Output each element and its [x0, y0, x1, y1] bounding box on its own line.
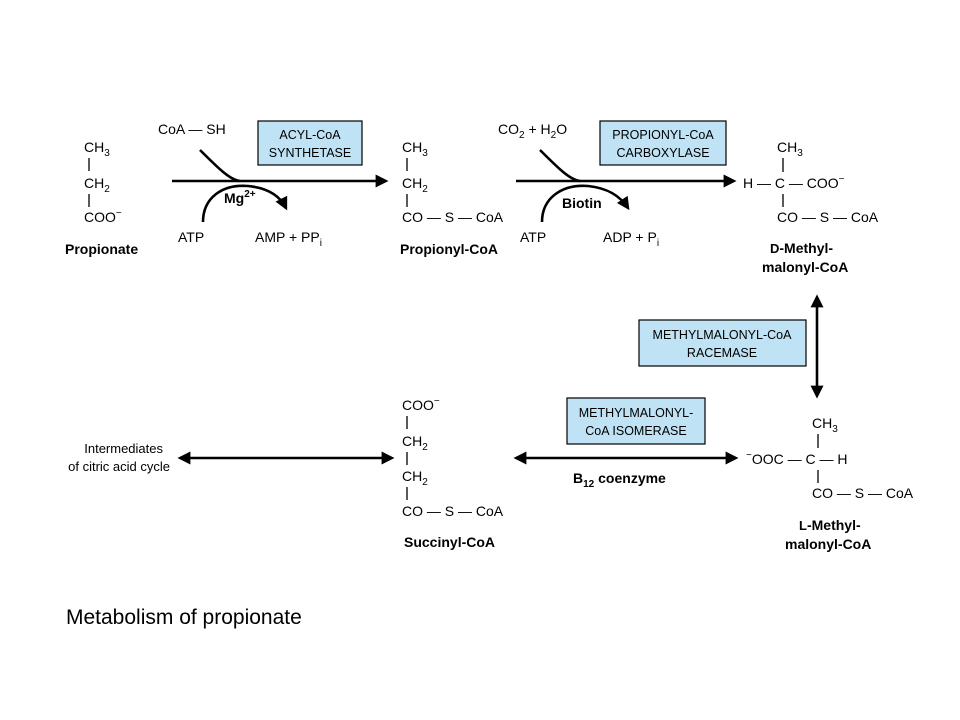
svg-text:malonyl-CoA: malonyl-CoA: [785, 536, 871, 552]
enzyme-box-acyl-coa-synthetase: [257, 120, 363, 166]
svg-text:CH3: CH3: [402, 139, 428, 159]
svg-text:COO−: COO−: [84, 208, 122, 225]
tca-intermediates: Intermediates of citric acid cycle: [68, 441, 395, 474]
svg-text:Intermediates: Intermediates: [84, 441, 163, 456]
svg-text:METHYLMALONYL-: METHYLMALONYL-: [579, 406, 694, 420]
svg-text:CARBOXYLASE: CARBOXYLASE: [616, 146, 709, 160]
svg-text:CO — S — CoA: CO — S — CoA: [777, 209, 879, 225]
molecule-succinyl-coa: COO− CH2 CH2 CO — S — CoA Succinyl-CoA: [402, 396, 504, 550]
molecule-propionyl-coa: CH3 CH2 CO — S — CoA Propionyl-CoA: [400, 139, 504, 257]
svg-text:PROPIONYL-CoA: PROPIONYL-CoA: [612, 128, 714, 142]
svg-text:CO — S — CoA: CO — S — CoA: [402, 503, 504, 519]
svg-text:RACEMASE: RACEMASE: [687, 346, 757, 360]
svg-text:−OOC — C — H: −OOC — C — H: [746, 450, 848, 467]
adp-pi-label: ADP + Pi: [603, 229, 659, 249]
molecule-d-methylmalonyl-coa: CH3 H — C — COO− CO — S — CoA D-Methyl- …: [743, 139, 879, 275]
label-d-methylmalonyl-coa: D-Methyl-: [770, 240, 833, 256]
svg-text:H — C — COO−: H — C — COO−: [743, 174, 845, 191]
svg-text:ACYL-CoA: ACYL-CoA: [279, 128, 341, 142]
enzyme-box-propionyl-coa-carboxylase: [599, 120, 727, 166]
molecule-l-methylmalonyl-coa: CH3 −OOC — C — H CO — S — CoA L-Methyl- …: [746, 415, 914, 552]
amp-ppi-label: AMP + PPi: [255, 229, 322, 249]
svg-text:CH3: CH3: [812, 415, 838, 435]
curve-atp-to-amp: [201, 184, 288, 223]
label-l-methylmalonyl-coa: L-Methyl-: [799, 517, 861, 533]
figure-caption: Metabolism of propionate: [66, 606, 302, 629]
reaction-methylmalonyl-coa-isomerase: METHYLMALONYL- CoA ISOMERASE B12 coenzym…: [513, 397, 739, 490]
atp-label-1: ATP: [178, 229, 204, 245]
co2-h2o-label: CO2 + H2O: [498, 121, 567, 141]
svg-text:CH3: CH3: [84, 139, 110, 159]
svg-text:COO−: COO−: [402, 396, 440, 413]
svg-text:CH3: CH3: [777, 139, 803, 159]
svg-text:CH2: CH2: [84, 175, 110, 195]
svg-text:CoA ISOMERASE: CoA ISOMERASE: [585, 424, 686, 438]
svg-text:of citric acid cycle: of citric acid cycle: [68, 459, 170, 474]
svg-text:CO — S — CoA: CO — S — CoA: [402, 209, 504, 225]
curve-co2-in: [539, 149, 581, 183]
svg-text:CO — S — CoA: CO — S — CoA: [812, 485, 914, 501]
label-succinyl-coa: Succinyl-CoA: [404, 534, 495, 550]
curve-coa-sh-in: [199, 149, 241, 183]
enzyme-box-methylmalonyl-coa-isomerase: [566, 397, 706, 445]
cofactor-mg: Mg2+: [224, 189, 256, 206]
reaction-methylmalonyl-coa-racemase: METHYLMALONYL-CoA RACEMASE: [638, 294, 824, 399]
svg-text:SYNTHETASE: SYNTHETASE: [269, 146, 351, 160]
label-propionate: Propionate: [65, 241, 138, 257]
curve-atp-to-adp: [540, 184, 630, 223]
enzyme-box-methylmalonyl-coa-racemase: [638, 319, 807, 367]
svg-text:METHYLMALONYL-CoA: METHYLMALONYL-CoA: [653, 328, 793, 342]
label-propionyl-coa: Propionyl-CoA: [400, 241, 498, 257]
svg-text:CH2: CH2: [402, 175, 428, 195]
reaction-acyl-coa-synthetase: CoA — SH ACYL-CoA SYNTHETASE Mg2+ ATP AM…: [158, 120, 389, 249]
cofactor-biotin: Biotin: [562, 195, 602, 211]
atp-label-2: ATP: [520, 229, 546, 245]
coa-sh-label: CoA — SH: [158, 121, 226, 137]
molecule-propionate: CH3 CH2 COO− Propionate: [65, 139, 138, 257]
svg-text:CH2: CH2: [402, 468, 428, 488]
cofactor-b12-coenzyme: B12 coenzyme: [573, 470, 666, 490]
svg-text:malonyl-CoA: malonyl-CoA: [762, 259, 848, 275]
reaction-propionyl-coa-carboxylase: CO2 + H2O PROPIONYL-CoA CARBOXYLASE Biot…: [498, 120, 737, 249]
svg-text:CH2: CH2: [402, 433, 428, 453]
